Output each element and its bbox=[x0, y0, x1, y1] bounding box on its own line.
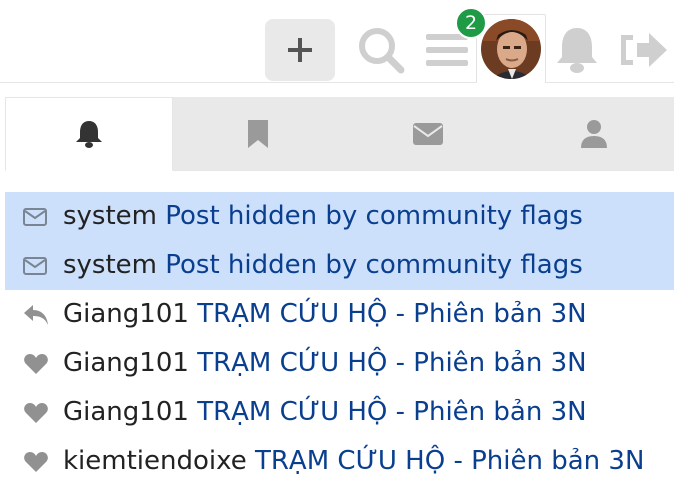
bell-icon bbox=[76, 121, 102, 148]
list-item[interactable]: Giang101 TRẠM CỨU HỘ - Phiên bản 3N bbox=[5, 388, 674, 437]
list-item[interactable]: system Post hidden by community flags bbox=[5, 192, 674, 241]
list-item[interactable]: Giang101 TRẠM CỨU HỘ - Phiên bản 3N bbox=[5, 290, 674, 339]
tab-profile[interactable] bbox=[513, 97, 674, 170]
notification-count-badge: 2 bbox=[455, 7, 487, 39]
new-topic-button[interactable] bbox=[265, 19, 335, 81]
notifications-button[interactable] bbox=[548, 20, 606, 80]
logout-icon bbox=[621, 33, 667, 67]
heart-icon bbox=[23, 339, 53, 388]
notification-title[interactable]: TRẠM CỨU HỘ - Phiên bản 3N bbox=[254, 446, 645, 476]
notification-user: Giang101 bbox=[63, 348, 189, 378]
user-menu-tabs bbox=[5, 97, 674, 171]
notification-title[interactable]: Post hidden by community flags bbox=[165, 201, 583, 231]
user-menu-button[interactable] bbox=[476, 14, 546, 83]
avatar bbox=[481, 19, 541, 79]
tab-notifications[interactable] bbox=[5, 97, 173, 171]
search-icon bbox=[359, 28, 405, 74]
list-item[interactable]: Giang101 TRẠM CỨU HỘ - Phiên bản 3N bbox=[5, 339, 674, 388]
notification-title[interactable]: TRẠM CỨU HỘ - Phiên bản 3N bbox=[197, 348, 587, 378]
notification-title[interactable]: TRẠM CỨU HỘ - Phiên bản 3N bbox=[197, 299, 587, 329]
user-icon bbox=[580, 119, 607, 148]
list-item[interactable]: kiemtiendoixe TRẠM CỨU HỘ - Phiên bản 3N bbox=[5, 437, 674, 486]
heart-icon bbox=[23, 388, 53, 437]
plus-icon bbox=[288, 38, 312, 62]
hamburger-menu-button[interactable] bbox=[418, 20, 476, 80]
menu-icon bbox=[426, 34, 468, 66]
notification-user: Giang101 bbox=[63, 397, 189, 427]
notification-user: Giang101 bbox=[63, 299, 189, 329]
reply-icon bbox=[23, 290, 53, 339]
logout-button[interactable] bbox=[614, 20, 672, 80]
envelope-icon bbox=[413, 122, 443, 145]
notification-user: system bbox=[63, 201, 157, 231]
envelope-outline-icon bbox=[23, 241, 53, 290]
tab-bookmarks[interactable] bbox=[173, 97, 343, 170]
notification-title[interactable]: Post hidden by community flags bbox=[165, 250, 583, 280]
search-button[interactable] bbox=[352, 20, 410, 80]
notification-user: kiemtiendoixe bbox=[63, 446, 247, 476]
notification-title[interactable]: TRẠM CỨU HỘ - Phiên bản 3N bbox=[197, 397, 587, 427]
bookmark-icon bbox=[248, 119, 268, 148]
envelope-outline-icon bbox=[23, 192, 53, 241]
list-item[interactable]: system Post hidden by community flags bbox=[5, 241, 674, 290]
notification-user: system bbox=[63, 250, 157, 280]
bell-icon bbox=[557, 28, 597, 73]
site-header: 2 bbox=[0, 0, 674, 83]
tab-messages[interactable] bbox=[343, 97, 513, 170]
notification-list: system Post hidden by community flags sy… bbox=[5, 192, 674, 486]
heart-icon bbox=[23, 437, 53, 486]
